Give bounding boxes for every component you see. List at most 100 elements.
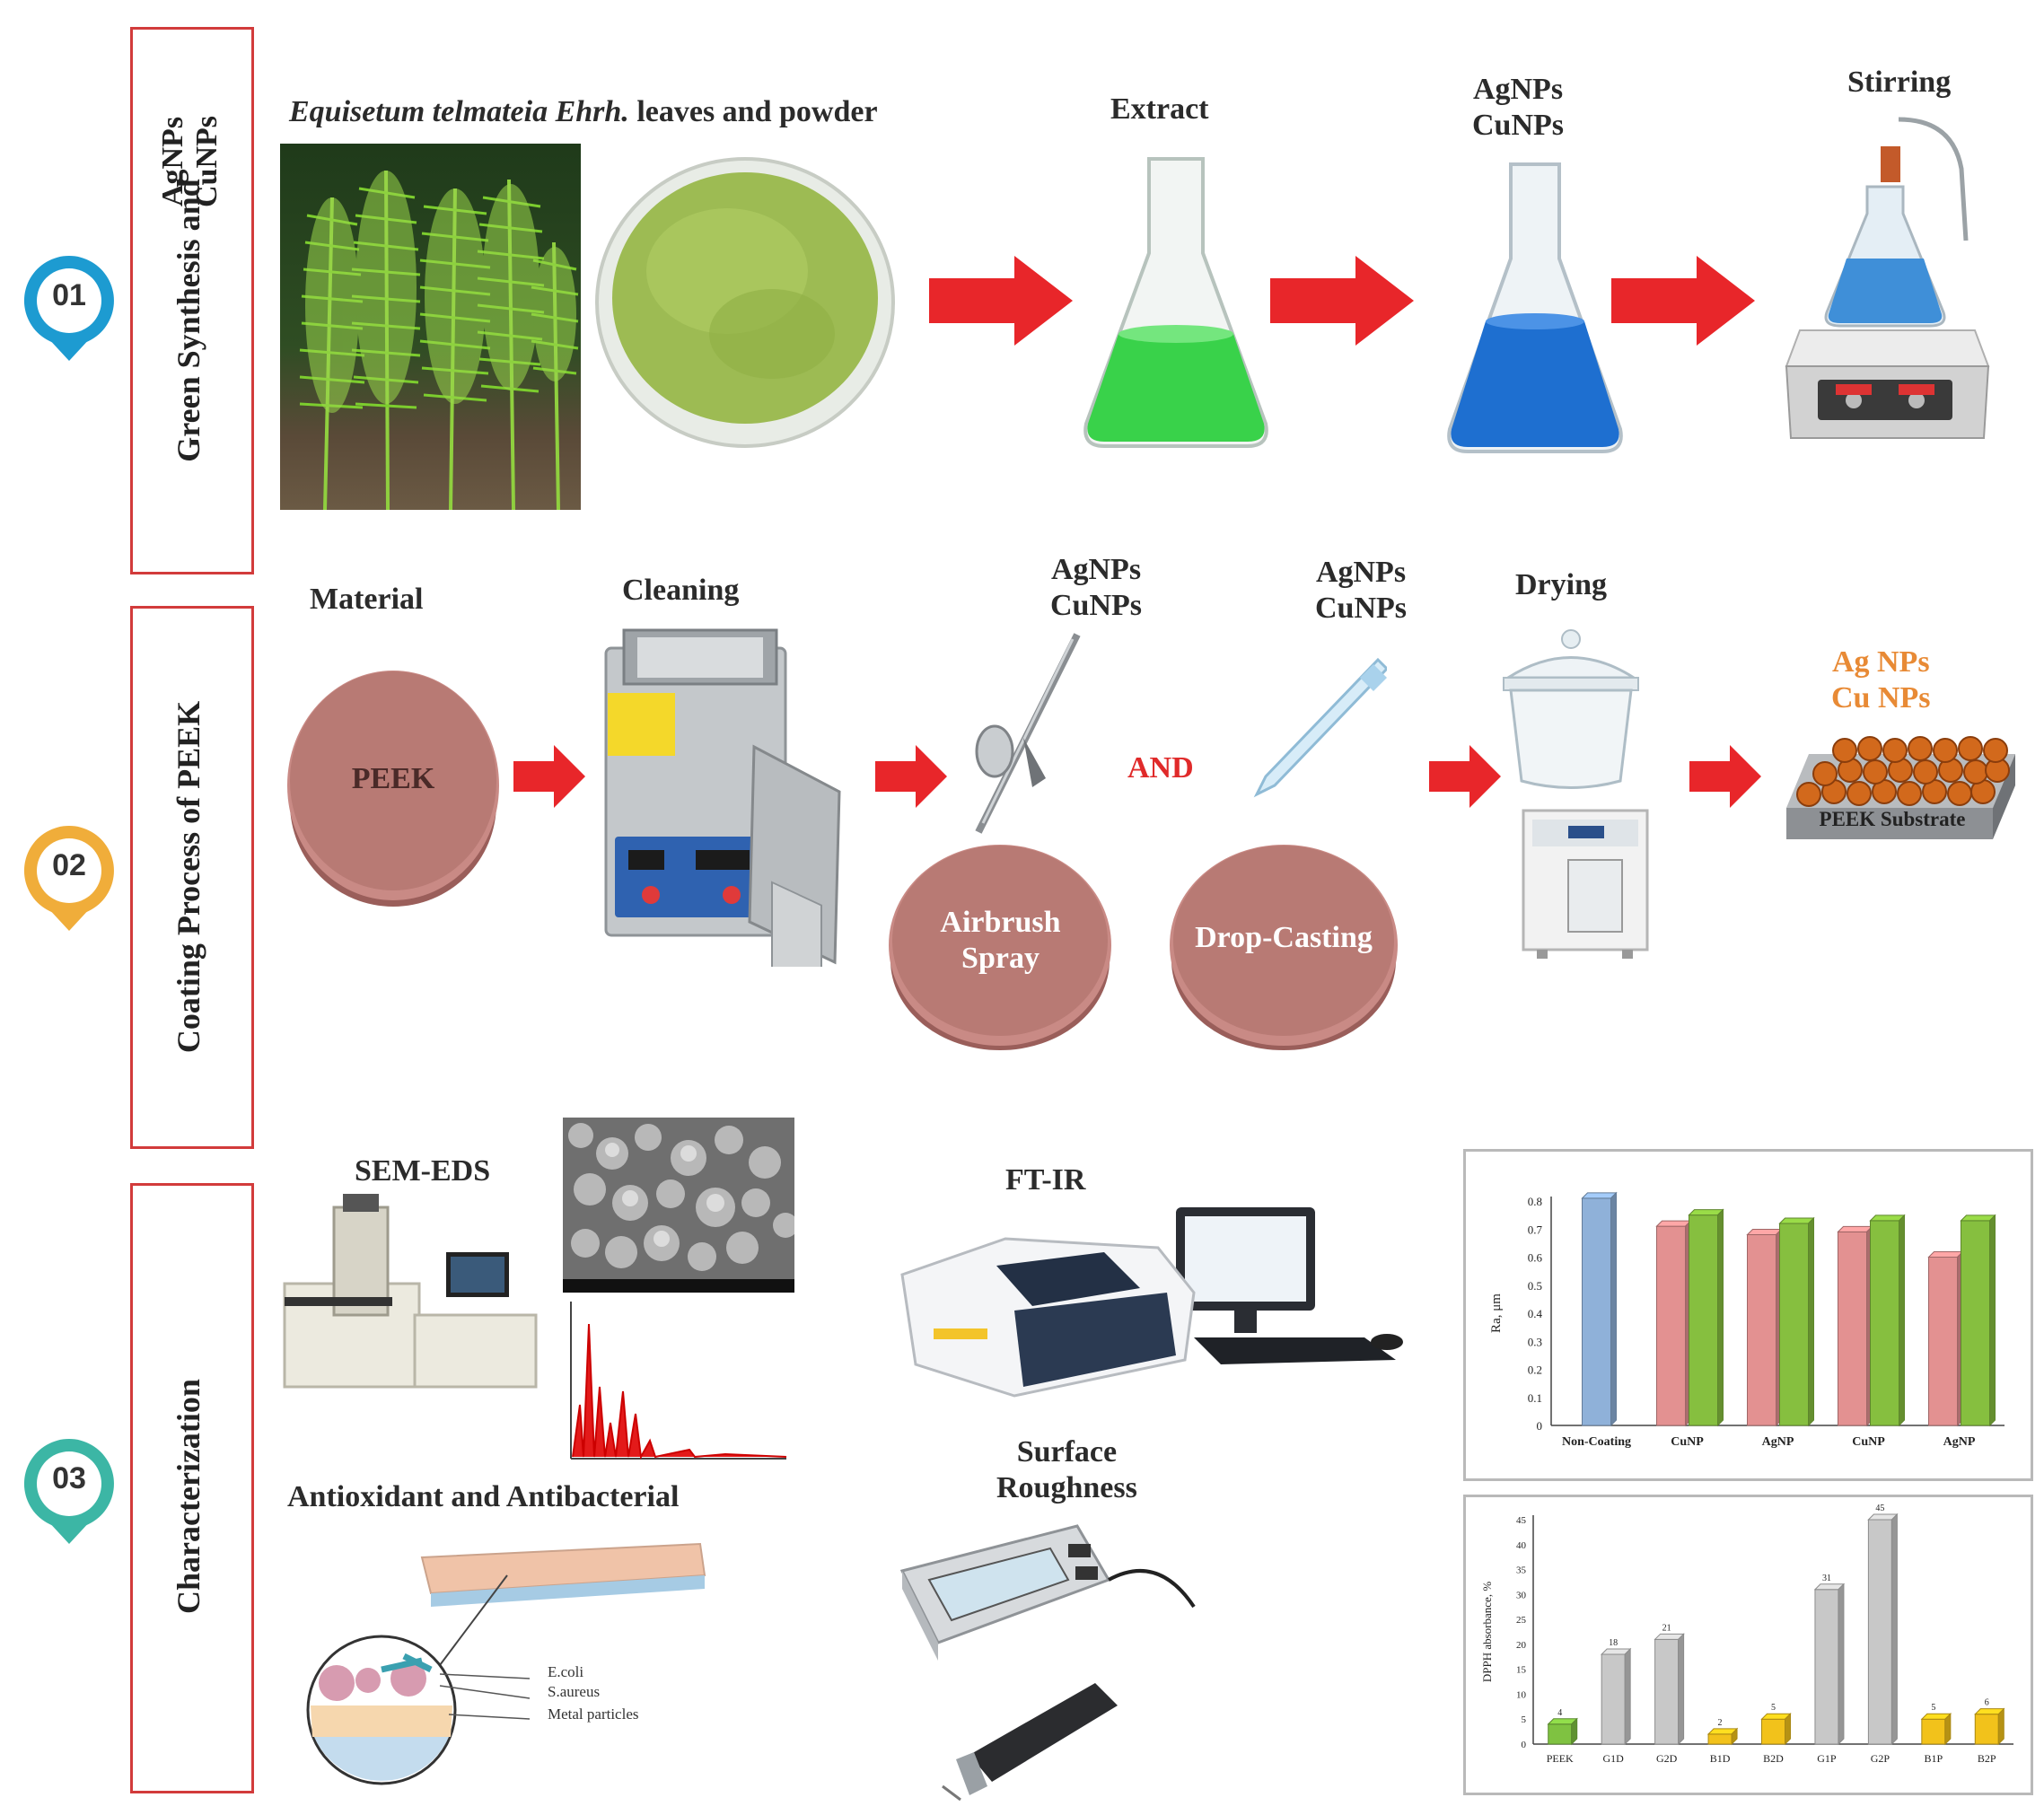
x-tick-label: CuNP <box>1852 1435 1885 1449</box>
eds-spectrum-icon <box>570 1302 787 1460</box>
data-label: 31 <box>1822 1574 1831 1583</box>
bar <box>1655 1219 1692 1427</box>
semeds-label: SEM-EDS <box>355 1154 491 1188</box>
metal-particles-label: Metal particles <box>548 1705 639 1723</box>
bar <box>1547 1717 1578 1746</box>
x-tick-label: PEEK <box>1547 1752 1574 1765</box>
ftir-instrument-icon <box>900 1207 1403 1398</box>
bar <box>1581 1191 1618 1427</box>
coated-substrate-icon <box>1786 736 2015 839</box>
bar <box>1960 1214 1996 1427</box>
y-tick-label: 45 <box>1516 1515 1527 1526</box>
y-tick-label: 0.3 <box>1528 1335 1542 1348</box>
y-tick-label: 25 <box>1516 1615 1527 1626</box>
y-axis-label: Ra, μm <box>1489 1293 1504 1333</box>
bar <box>1760 1713 1792 1746</box>
roughness-bar-chart: 0 0.1 0.2 0.3 0.4 0.5 0.6 0.7 0.8Ra, μm Non-Coati… <box>1489 1191 2005 1449</box>
section-2-pin: 02 <box>20 821 118 934</box>
y-tick-label: 20 <box>1516 1640 1527 1651</box>
x-tick-label: B2P <box>1978 1752 1996 1765</box>
x-tick-label: G2P <box>1871 1752 1890 1765</box>
cleaning-label: Cleaning <box>622 574 740 607</box>
bar <box>1974 1707 2005 1746</box>
y-tick-label: 0.5 <box>1528 1279 1542 1293</box>
ultrasonic-cleaner-icon <box>604 628 841 967</box>
section-2-box <box>130 606 254 1149</box>
arrow-7 <box>1689 745 1761 808</box>
y-tick-label: 0 <box>1537 1419 1543 1433</box>
bar <box>1600 1647 1632 1746</box>
blue-flask-icon <box>1447 162 1623 453</box>
y-tick-label: 0.1 <box>1528 1391 1542 1405</box>
y-tick-label: 5 <box>1522 1714 1527 1725</box>
x-tick-label: G1P <box>1817 1752 1837 1765</box>
bar <box>1778 1216 1815 1427</box>
antibacterial-diagram-icon <box>306 1542 706 1785</box>
y-tick-label: 40 <box>1516 1540 1527 1551</box>
section-3-box <box>130 1183 254 1793</box>
arrow-6 <box>1429 745 1501 808</box>
drying-label: Drying <box>1515 568 1607 601</box>
data-label: 6 <box>1985 1698 1989 1708</box>
section-3-pin: 03 <box>20 1434 118 1547</box>
data-label: 5 <box>1931 1703 1935 1713</box>
data-label: 18 <box>1609 1638 1618 1648</box>
roughness-tester-icon <box>899 1524 1196 1802</box>
stirring-label: Stirring <box>1847 66 1952 99</box>
and-label: AND <box>1127 751 1194 785</box>
y-tick-label: 0.8 <box>1528 1195 1542 1208</box>
y-tick-label: 0.4 <box>1528 1307 1543 1320</box>
data-label: 5 <box>1771 1703 1776 1713</box>
bar <box>1746 1228 1783 1427</box>
dropcasting-disc-label: Drop-Casting <box>1195 921 1373 954</box>
peek-disc-label: PEEK <box>351 762 435 795</box>
y-tick-label: 0.2 <box>1528 1363 1542 1377</box>
desiccator-icon <box>1503 629 1639 789</box>
y-tick-label: 0.6 <box>1528 1251 1543 1265</box>
x-tick-label: AgNP <box>1943 1435 1976 1449</box>
ecoli-label: E.coli <box>548 1663 584 1680</box>
substrate-label: PEEK Substrate <box>1819 808 1966 830</box>
y-tick-label: 35 <box>1516 1565 1527 1576</box>
sem-micrograph-image <box>563 1118 794 1293</box>
bar <box>1706 1727 1739 1746</box>
peek-disc-icon <box>287 671 499 907</box>
magnetic-stirrer-icon <box>1785 117 1990 439</box>
data-label: 2 <box>1718 1718 1723 1728</box>
bar <box>1927 1250 1964 1427</box>
x-tick-label: G1D <box>1602 1752 1624 1765</box>
x-tick-label: G2D <box>1656 1752 1678 1765</box>
arrow-4 <box>513 745 585 808</box>
x-tick-label: AgNP <box>1762 1435 1794 1449</box>
airbrush-disc-icon <box>889 845 1111 1050</box>
arrow-2 <box>1270 256 1414 346</box>
x-tick-label: B1D <box>1710 1752 1731 1765</box>
x-tick-label: Non-Coating <box>1562 1435 1631 1449</box>
section-2-title: Coating Process of PEEK <box>171 700 206 1054</box>
data-label: 45 <box>1875 1504 1884 1513</box>
pipette-icon <box>1253 657 1387 798</box>
arrow-1 <box>929 256 1073 346</box>
x-tick-label: B2D <box>1763 1752 1784 1765</box>
y-tick-label: 30 <box>1516 1590 1527 1600</box>
material-label: Material <box>310 583 424 616</box>
y-tick-label: 15 <box>1516 1665 1527 1676</box>
airbrush-icon <box>975 633 1081 834</box>
y-axis-label: DPPH absorbance, % <box>1480 1582 1494 1682</box>
y-tick-label: 0.7 <box>1528 1223 1543 1236</box>
bar <box>1654 1633 1685 1746</box>
green-flask-icon <box>1083 157 1268 448</box>
bar <box>1920 1713 1952 1746</box>
bar <box>1813 1583 1846 1746</box>
section-1-box <box>130 27 254 574</box>
antiox-label: Antioxidant and Antibacterial <box>287 1480 680 1513</box>
y-tick-label: 10 <box>1516 1689 1527 1700</box>
